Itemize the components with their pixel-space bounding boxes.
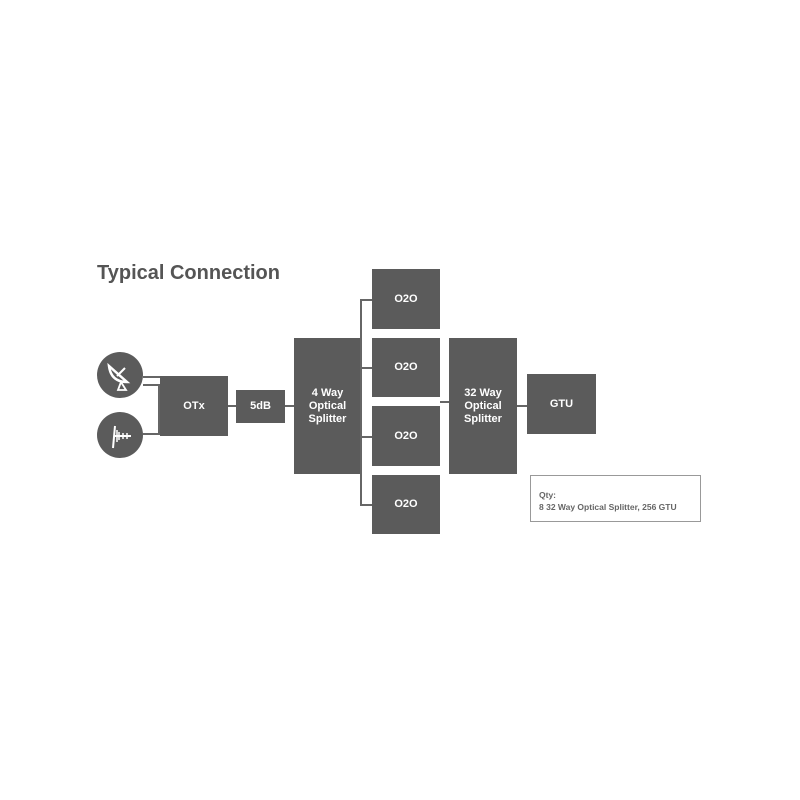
diagram-title: Typical Connection	[97, 262, 280, 284]
note-label: Qty:	[539, 490, 556, 500]
label-line: Optical	[464, 399, 502, 412]
o2o-box: O2O	[372, 406, 440, 466]
satellite-dish-icon	[97, 352, 143, 398]
label-line: Optical	[308, 399, 347, 412]
note-text: 8 32 Way Optical Splitter, 256 GTU	[539, 502, 677, 512]
quantity-note: Qty: 8 32 Way Optical Splitter, 256 GTU	[530, 475, 701, 522]
otx-box: OTx	[160, 376, 228, 436]
attenuator-5db-box: 5dB	[236, 390, 285, 423]
label-line: 32 Way	[464, 386, 502, 399]
label-line: 4 Way	[311, 386, 344, 399]
o2o-box: O2O	[372, 269, 440, 329]
label-line: Splitter	[464, 412, 502, 425]
o2o-box: O2O	[372, 338, 440, 397]
tv-antenna-icon	[97, 412, 143, 458]
label-line: Splitter	[308, 412, 347, 425]
gtu-box: GTU	[527, 374, 596, 434]
o2o-box: O2O	[372, 475, 440, 534]
